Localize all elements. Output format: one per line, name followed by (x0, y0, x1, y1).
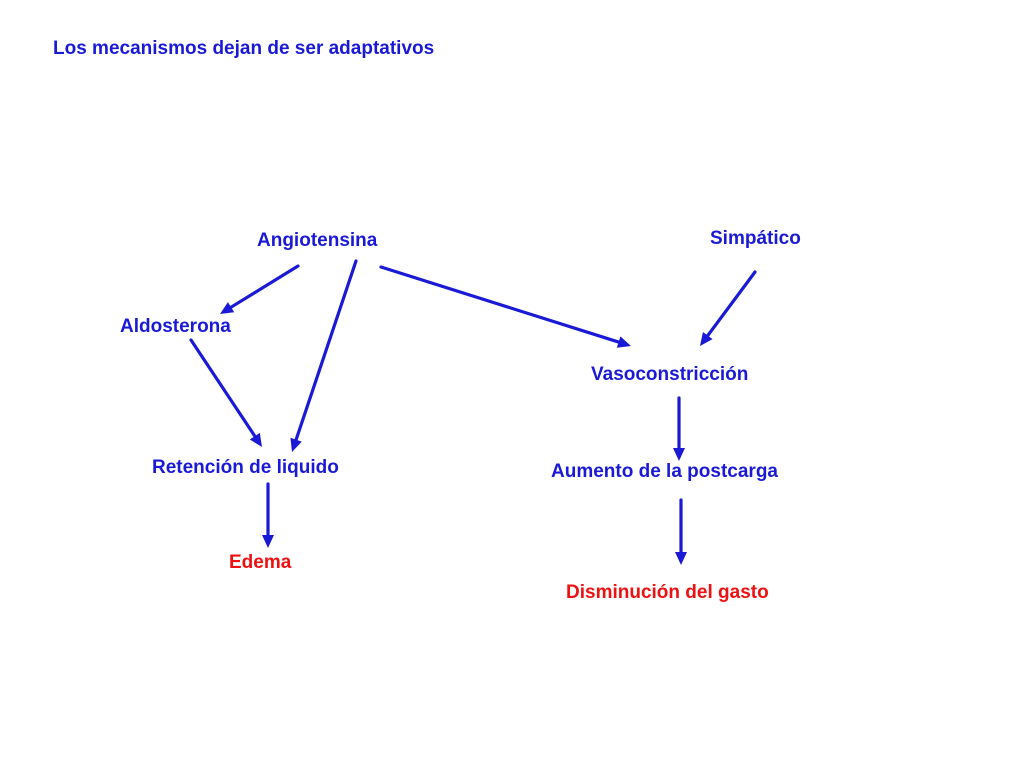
node-angiotensina: Angiotensina (257, 230, 378, 251)
arrow-aldosterona-retencion-head (249, 432, 262, 447)
arrow-aldosterona-retencion-shaft (189, 338, 257, 438)
node-edema: Edema (229, 552, 292, 573)
arrow-angiotensina-vasoconstriccion-shaft (379, 265, 621, 344)
arrow-angiotensina-aldosterona-head (220, 302, 235, 314)
arrow-simpatico-vasoconstriccion-shaft (706, 270, 757, 338)
node-vasoconstriccion: Vasoconstricción (591, 364, 749, 385)
node-disminucion: Disminución del gasto (566, 582, 769, 603)
arrow-angiotensina-vasoconstriccion-head (616, 336, 631, 348)
arrow-aumento-disminucion-head (675, 552, 687, 565)
arrow-angiotensina-aldosterona-shaft (229, 264, 300, 309)
node-aldosterona: Aldosterona (120, 316, 231, 337)
node-simpatico: Simpático (710, 228, 801, 249)
node-aumento: Aumento de la postcarga (551, 461, 778, 482)
arrow-angiotensina-retencion-head (290, 437, 302, 452)
arrow-vasoconstriccion-aumento-head (673, 448, 685, 461)
arrow-retencion-edema-head (262, 535, 274, 548)
node-retencion: Retención de liquido (152, 457, 339, 478)
page-title: Los mecanismos dejan de ser adaptativos (53, 38, 435, 59)
arrow-angiotensina-retencion-shaft (294, 259, 358, 442)
arrow-simpatico-vasoconstriccion-head (700, 331, 713, 346)
